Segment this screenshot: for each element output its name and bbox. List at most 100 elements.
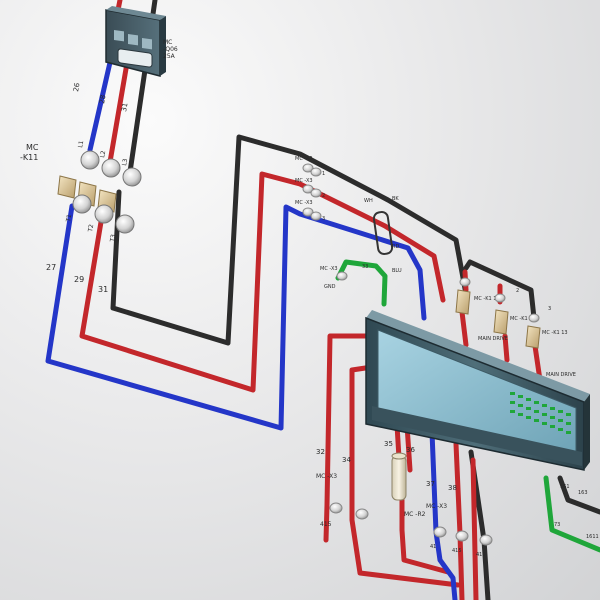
gnd-terminal: MC -X3 GND 33 — [320, 264, 368, 290]
wire-26 — [87, 55, 114, 153]
status-led — [542, 422, 547, 425]
led-array — [510, 392, 571, 434]
wire-label-31-top: 31 — [120, 102, 129, 112]
status-led — [566, 422, 571, 425]
wire-label-33: 33 — [362, 264, 368, 270]
label-t1: T1 — [65, 214, 73, 224]
main-drive-label-2: MAIN DRIVE — [546, 372, 576, 378]
relay-2-label: MC -K1 12 — [510, 316, 536, 322]
wire-label-2: 2 — [516, 288, 519, 294]
status-led — [542, 404, 547, 407]
relay-1-label: MC -K1 11 — [474, 296, 500, 302]
relay-3: MC -K1 13 — [525, 313, 568, 349]
bottom-left-tag: MC -X3 — [316, 473, 337, 480]
status-led — [542, 413, 547, 416]
wire-label-73: 73 — [554, 522, 560, 528]
terminal-t2 — [94, 204, 114, 224]
wire-38 — [453, 441, 465, 600]
core-label-blu: BLU — [392, 268, 402, 274]
wire-label-1: 1 — [482, 266, 485, 272]
status-led — [558, 428, 563, 431]
wire-34 — [349, 364, 461, 588]
breaker-label-2: -Q06 — [163, 46, 178, 53]
x3-row2-tag: MC -X3 — [295, 178, 313, 184]
relay-group: MC -K1 11 MC -K1 12 MC -K1 13 1 2 3 MAIN… — [455, 266, 576, 378]
wire-green-out — [543, 475, 600, 553]
status-led — [558, 410, 563, 413]
wire-label-3: 3 — [548, 306, 551, 312]
wire-32 — [323, 333, 375, 543]
core-label-wh: WH — [364, 198, 373, 204]
label-l3: L3 — [121, 158, 129, 166]
wire-37 — [429, 429, 458, 600]
core-label-rd: RD — [392, 244, 399, 250]
wire-28 — [107, 60, 130, 165]
bottom-left-num: 415 — [320, 521, 332, 528]
terminal-t1 — [72, 194, 92, 214]
status-led — [518, 404, 523, 407]
terminal-t3 — [115, 214, 135, 234]
status-led — [566, 413, 571, 416]
breaker-label-3: 25A — [163, 53, 176, 60]
wire-label-37: 37 — [426, 480, 435, 488]
status-led — [566, 431, 571, 434]
wire-label-38: 38 — [448, 484, 457, 492]
main-drive-label-1: MAIN DRIVE — [478, 336, 508, 342]
label-l1: L1 — [77, 140, 85, 148]
bottom-num-415: 415 — [452, 548, 462, 554]
wire-label-29: 29 — [74, 275, 84, 284]
x3-row3-tag: MC -X3 — [295, 200, 313, 206]
relay-3-label: MC -K1 13 — [542, 330, 568, 336]
wire-35b — [399, 497, 451, 575]
label-t2: T2 — [87, 224, 95, 234]
wire-red-out — [470, 457, 479, 600]
status-led — [534, 410, 539, 413]
contactor-label-2: -K11 — [20, 153, 38, 162]
contactor-k11: MC -K11 L1 L2 L3 T1 T2 T3 — [20, 140, 142, 244]
terminal-l3 — [122, 167, 142, 187]
status-led — [526, 416, 531, 419]
x3-row1-num: 1 — [322, 171, 325, 177]
status-led — [518, 413, 523, 416]
wire-label-163: 163 — [578, 490, 588, 496]
wires — [45, 0, 600, 600]
wire-label-27: 27 — [46, 263, 56, 272]
wire-31-top — [127, 67, 148, 175]
wire-label-36: 36 — [406, 446, 415, 454]
bottom-num-416: 416 — [476, 552, 486, 558]
wire-label-28: 28 — [98, 94, 107, 104]
gnd-tag: MC -X3 — [320, 266, 338, 272]
wire-label-34: 34 — [342, 456, 351, 464]
gnd-label: GND — [324, 284, 336, 290]
wire-label-31-bottom: 31 — [98, 285, 108, 294]
relay-2: MC -K1 12 — [493, 293, 536, 335]
status-led — [510, 410, 515, 413]
terminal-l2 — [101, 158, 121, 178]
core-label-bk: BK — [392, 196, 399, 202]
contactor-label-1: MC — [26, 143, 39, 152]
resistor-r2 — [391, 452, 407, 501]
label-l2: L2 — [99, 150, 107, 158]
label-t3: T3 — [109, 234, 117, 244]
status-led — [534, 401, 539, 404]
wire-label-161: 161 — [560, 484, 570, 490]
status-led — [526, 398, 531, 401]
wire-black-loop — [110, 134, 469, 346]
wire-label-26: 26 — [72, 82, 82, 93]
breaker-label-1: MC — [163, 39, 172, 46]
terminal-strip-x3: MC -X3 MC -X3 MC -X3 1 2 3 — [295, 156, 325, 222]
wire-feed-black — [150, 0, 158, 17]
x3-row3-num: 3 — [322, 216, 325, 222]
status-led — [510, 392, 515, 395]
wire-black-out-right — [557, 475, 600, 515]
terminal-l1 — [80, 150, 100, 170]
control-module — [365, 310, 590, 471]
wire-green-gnd — [335, 259, 388, 307]
status-led — [518, 395, 523, 398]
wire-relay-1 — [463, 259, 537, 321]
status-led — [550, 425, 555, 428]
wire-relay-down-3 — [532, 343, 543, 383]
wire-relay-down-2 — [502, 333, 510, 363]
